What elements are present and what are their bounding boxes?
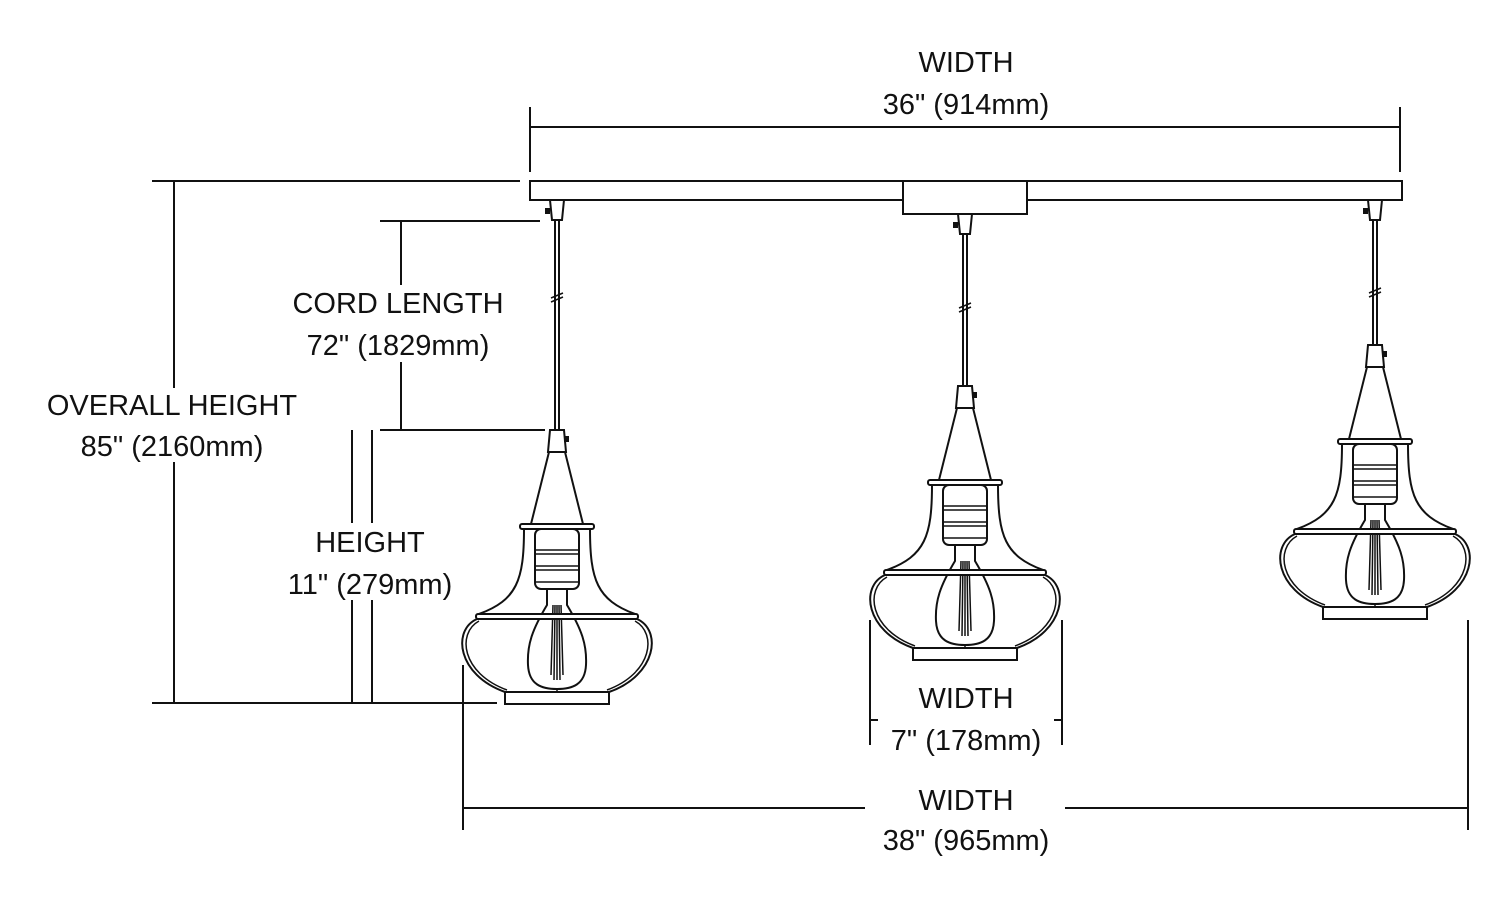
pendant-left [461,429,653,705]
canopy-center-box [902,180,1028,215]
canopy-width-value: 36" (914mm) [883,89,1050,121]
overall-height-label: OVERALL HEIGHT [47,390,298,422]
pendant-right [1279,344,1471,620]
cord-hanger-right [1362,199,1383,221]
canopy-width-label: WIDTH [918,47,1013,79]
shade-width-label: WIDTH [918,683,1013,715]
height-value: 11" (279mm) [288,569,452,601]
height-label: HEIGHT [315,527,425,559]
cord-hanger-center [952,213,973,235]
shade-width-value: 7" (178mm) [891,725,1042,757]
dimension-lines [152,107,1469,830]
cord-length-value: 72" (1829mm) [307,330,490,362]
overall-height-value: 85" (2160mm) [81,431,264,463]
pendant-center [869,385,1061,661]
overall-width-value: 38" (965mm) [883,825,1050,857]
overall-width-label: WIDTH [918,785,1013,817]
cords [550,220,1382,430]
cord-hanger-left [544,199,565,221]
cord-length-label: CORD LENGTH [292,288,503,320]
